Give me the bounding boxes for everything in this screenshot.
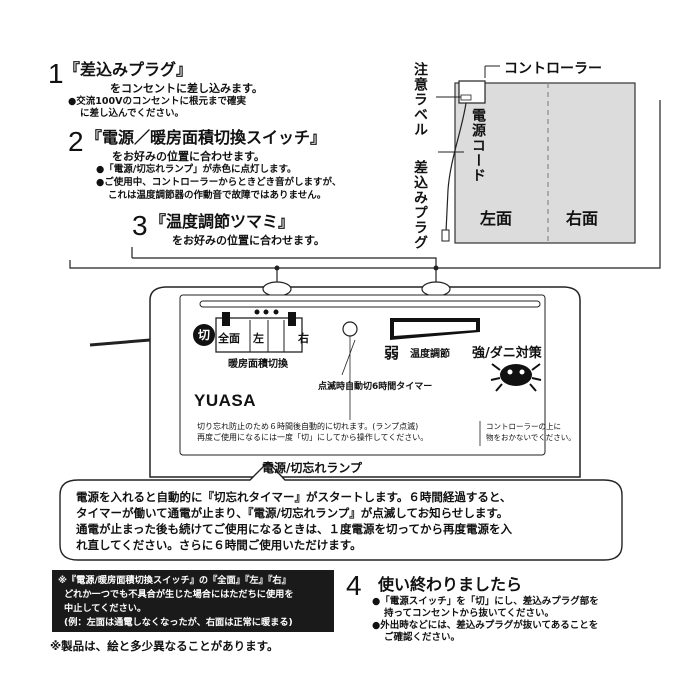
switch-left-label: 左	[253, 332, 264, 345]
step-3-desc: をお好みの位置に合わせます。	[172, 234, 325, 247]
step-2-title: 『電源／暖房面積切換スイッチ』	[86, 128, 327, 147]
step-2-note: ●「電源/切忘れランプ」が赤色に点灯します。	[96, 164, 297, 175]
timer-text-line: タイマーが働いて通電が止まり、『電源/切忘れランプ』が点滅してお知らせします。	[76, 506, 509, 520]
temp-weak-label: 弱	[384, 344, 400, 362]
right-side-label: 右面	[566, 209, 599, 228]
panel-warn-line: 物をおかないでください。	[486, 433, 576, 442]
timer-note: 点滅時自動切6時間タイマー	[318, 382, 433, 392]
step-4-title: 使い終わりましたら	[378, 575, 523, 594]
temp-caption: 温度調節	[410, 349, 450, 360]
left-side-label: 左面	[480, 209, 513, 228]
step-2-desc: をお好みの位置に合わせます。	[112, 150, 265, 163]
step-4-line: ご確認ください。	[384, 632, 461, 643]
step-4-line: ●「電源スイッチ」を「切」にし、差込みプラグ部を	[372, 596, 599, 607]
panel-info-line: 切り忘れ防止のため６時間後自動的に切れます。(ランプ点滅)	[197, 422, 419, 431]
temp-strong-label: 強/ダニ対策	[472, 346, 542, 361]
step-2-note: ●ご使用中、コントローラーからときどき音がしますが、	[96, 177, 342, 188]
caution-label: 注意ラベル	[412, 62, 428, 137]
step-3-title: 『温度調節ツマミ』	[150, 212, 295, 231]
step-3-number: 3	[132, 210, 148, 241]
switch-all-label: 全面	[218, 332, 240, 345]
panel-warn-line: コントローラーの上に	[486, 422, 561, 431]
timer-text-line: 通電が止まった後も続けてご使用になるときは、１度電源を切ってから再度電源を入	[76, 522, 512, 536]
switch-caption: 暖房面積切換	[228, 359, 288, 370]
step-1-note: ●交流100Vのコンセントに根元まで確実	[68, 96, 246, 107]
panel-info-line: 再度ご使用になるには一度「切」にしてから操作してください。	[197, 433, 429, 442]
step-1-number: 1	[48, 58, 64, 89]
switch-off-label: 切	[197, 328, 210, 342]
footnote: ※製品は、絵と多少異なることがあります。	[50, 639, 279, 653]
switch-right-label: 右	[298, 332, 309, 345]
step-2-number: 2	[68, 126, 84, 157]
step-1-title: 『差込みプラグ』	[64, 60, 193, 79]
warning-note-line: 中止してください。	[64, 603, 147, 614]
cord-label: 電源コード	[470, 108, 486, 183]
warning-note-line: どれか一つでも不具合が生じた場合にはただちに使用を	[64, 589, 294, 600]
step-2-note: これは温度調節器の作動音で故障ではありません。	[108, 190, 327, 201]
timer-text-line: れ直してください。さらに６時間ご使用いただけます。	[76, 538, 362, 552]
step-4-line: ●外出時などには、差込みプラグが抜いてあることを	[372, 620, 599, 631]
brand-logo: YUASA	[194, 391, 257, 410]
controller-label: コントローラー	[504, 61, 602, 77]
lamp-label: 電源/切忘れランプ	[262, 461, 363, 475]
step-4-line: 持ってコンセントから抜いてください。	[384, 608, 554, 619]
warning-note-line: (例：左面は通電しなくなったが、右面は正常に暖まる)	[64, 617, 293, 628]
step-1-desc: をコンセントに差し込みます。	[110, 82, 263, 95]
step-4-number: 4	[346, 570, 362, 601]
plug-label: 差込みプラグ	[412, 160, 428, 250]
warning-note-line: ※『電源/暖房面積切換スイッチ』の『全面』『左』『右』	[58, 575, 291, 586]
step-1-note: に差し込んでください。	[80, 108, 185, 119]
timer-text-line: 電源を入れると自動的に『切忘れタイマー』がスタートします。６時間経過すると、	[76, 490, 512, 504]
